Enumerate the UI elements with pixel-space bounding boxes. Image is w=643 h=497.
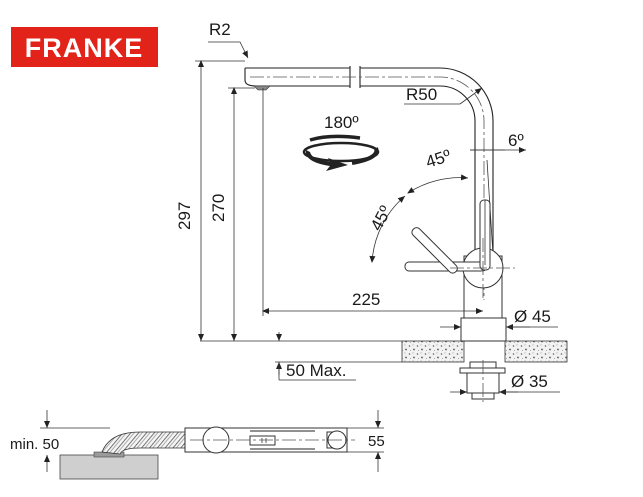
dim-reach: 225 (352, 290, 380, 309)
dim-hole-diameter: Ø 35 (511, 372, 548, 391)
franke-logo: FRANKE (11, 27, 158, 67)
dim-rotation: 180º (324, 113, 359, 132)
faucet-top-view: min. 50 55 (10, 410, 385, 480)
dim-angle-lower: 45º (367, 203, 396, 234)
dim-width-top: 55 (368, 433, 385, 450)
countertop (200, 340, 568, 363)
dim-height-total: 297 (175, 202, 194, 230)
dim-angle-tilt: 6º (508, 131, 524, 150)
dim-radius-bend: R50 (406, 85, 437, 104)
logo-background (11, 27, 158, 67)
faucet-base (460, 317, 507, 342)
rotate-arrow-icon: 180º (302, 113, 380, 171)
spout-aerator (253, 85, 271, 91)
lever-positions (404, 199, 491, 274)
faucet-side-view (244, 66, 515, 402)
dim-radius-tip: R2 (209, 20, 231, 39)
dim-min-clearance: min. 50 (10, 436, 59, 453)
dim-max-thickness: 50 Max. (286, 361, 346, 380)
braided-hose (101, 431, 188, 455)
dim-height-spout: 270 (209, 194, 228, 222)
dim-base-diameter: Ø 45 (514, 307, 551, 326)
logo-text: FRANKE (25, 33, 144, 63)
dim-angle-upper: 45º (423, 146, 453, 172)
faucet-spout (245, 67, 494, 256)
